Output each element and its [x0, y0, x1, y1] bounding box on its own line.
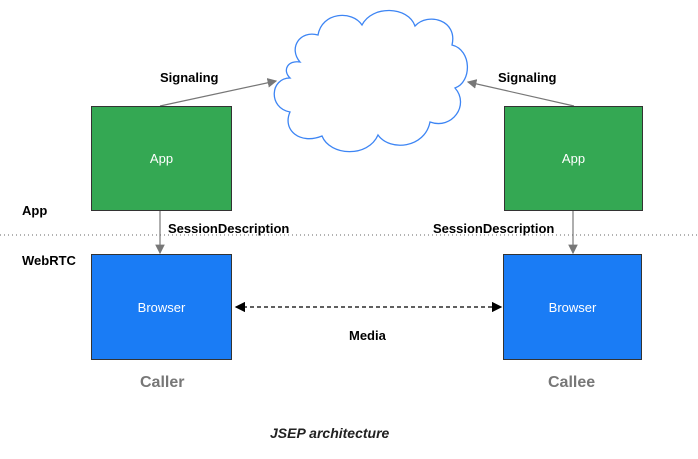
app-right-label: App — [561, 151, 586, 166]
app-left-label: App — [149, 151, 174, 166]
figure-caption: JSEP architecture — [270, 425, 390, 441]
signaling-left-arrow — [159, 78, 278, 107]
caller-label: Caller — [140, 374, 185, 391]
signaling-right-label: Signaling — [498, 70, 557, 85]
media-label: Media — [349, 328, 386, 343]
layer-app-label: App — [22, 203, 48, 218]
browser-left-box: Browser — [91, 254, 232, 360]
signaling-left-label: Signaling — [160, 70, 219, 85]
signaling-right-arrow — [466, 79, 575, 107]
session-left-label: SessionDescription — [168, 221, 290, 236]
signaling-cloud-icon — [273, 9, 468, 153]
browser-left-label: Browser — [137, 299, 186, 315]
browser-right-box: Browser — [503, 254, 642, 360]
app-right-box: App — [504, 106, 643, 211]
layer-webrtc-label: WebRTC — [22, 253, 76, 268]
app-left-box: App — [91, 106, 232, 211]
session-right-label: SessionDescription — [433, 221, 555, 236]
callee-label: Callee — [548, 374, 596, 391]
browser-right-label: Browser — [548, 299, 597, 315]
